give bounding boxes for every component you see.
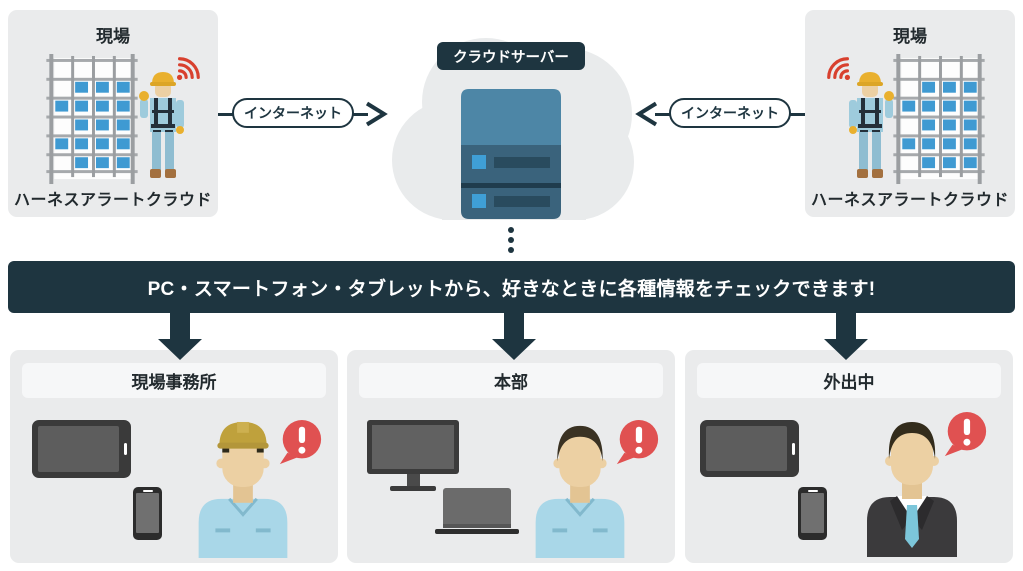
internet-label-right-text: インターネット — [681, 105, 779, 121]
scaffold-icon — [46, 54, 138, 185]
banner-text: PC・スマートフォン・タブレットから、好きなときに各種情報をチェックできます! — [147, 278, 876, 300]
person-worker-helmet-icon — [198, 421, 288, 558]
panel-out-of-office: 外出中 — [685, 350, 1013, 563]
cloud-server-label: クラウドサーバー — [437, 42, 585, 70]
banner: PC・スマートフォン・タブレットから、好きなときに各種情報をチェックできます! — [8, 261, 1015, 313]
site-caption-right: ハーネスアラートクラウド — [810, 192, 1009, 209]
site-box-left: 現場 — [8, 10, 218, 217]
internet-label-left: インターネット — [232, 98, 354, 128]
site-caption-left: ハーネスアラートクラウド — [13, 192, 212, 209]
arrow-left-icon — [635, 101, 658, 127]
panel-title: 本部 — [359, 363, 663, 398]
worker-harness-icon — [139, 72, 184, 178]
site-title-left: 現場 — [96, 27, 130, 46]
wifi-signal-icon — [176, 57, 200, 81]
internet-label-right: インターネット — [669, 98, 791, 128]
tablet-icon — [700, 420, 799, 477]
laptop-icon — [435, 488, 519, 534]
down-arrow-icon — [158, 312, 202, 360]
panel-title: 現場事務所 — [22, 363, 326, 398]
alert-icon — [944, 412, 987, 457]
tablet-icon — [32, 420, 131, 478]
arrow-right-icon — [365, 101, 388, 127]
panel-headquarters: 本部 — [347, 350, 675, 563]
panel-title: 外出中 — [697, 363, 1001, 398]
internet-label-left-text: インターネット — [244, 105, 342, 121]
person-businessman-icon — [867, 422, 957, 557]
down-arrow-icon — [824, 312, 868, 360]
worker-harness-icon — [849, 72, 894, 178]
site-title-right: 現場 — [893, 27, 927, 46]
panel-site-office: 現場事務所 — [10, 350, 338, 563]
dots-connector-icon — [508, 227, 514, 257]
server-icon — [461, 89, 561, 219]
alert-icon — [616, 420, 659, 465]
site-box-right: 現場 — [805, 10, 1015, 217]
desktop-monitor-icon — [367, 420, 459, 491]
down-arrow-icon — [492, 312, 536, 360]
person-worker-icon — [535, 425, 625, 558]
cloud-server-label-text: クラウドサーバー — [453, 49, 569, 66]
wifi-signal-icon — [827, 57, 851, 81]
smartphone-icon — [133, 487, 162, 540]
smartphone-icon — [798, 487, 827, 540]
scaffold-icon — [893, 54, 985, 185]
alert-icon — [279, 420, 322, 465]
